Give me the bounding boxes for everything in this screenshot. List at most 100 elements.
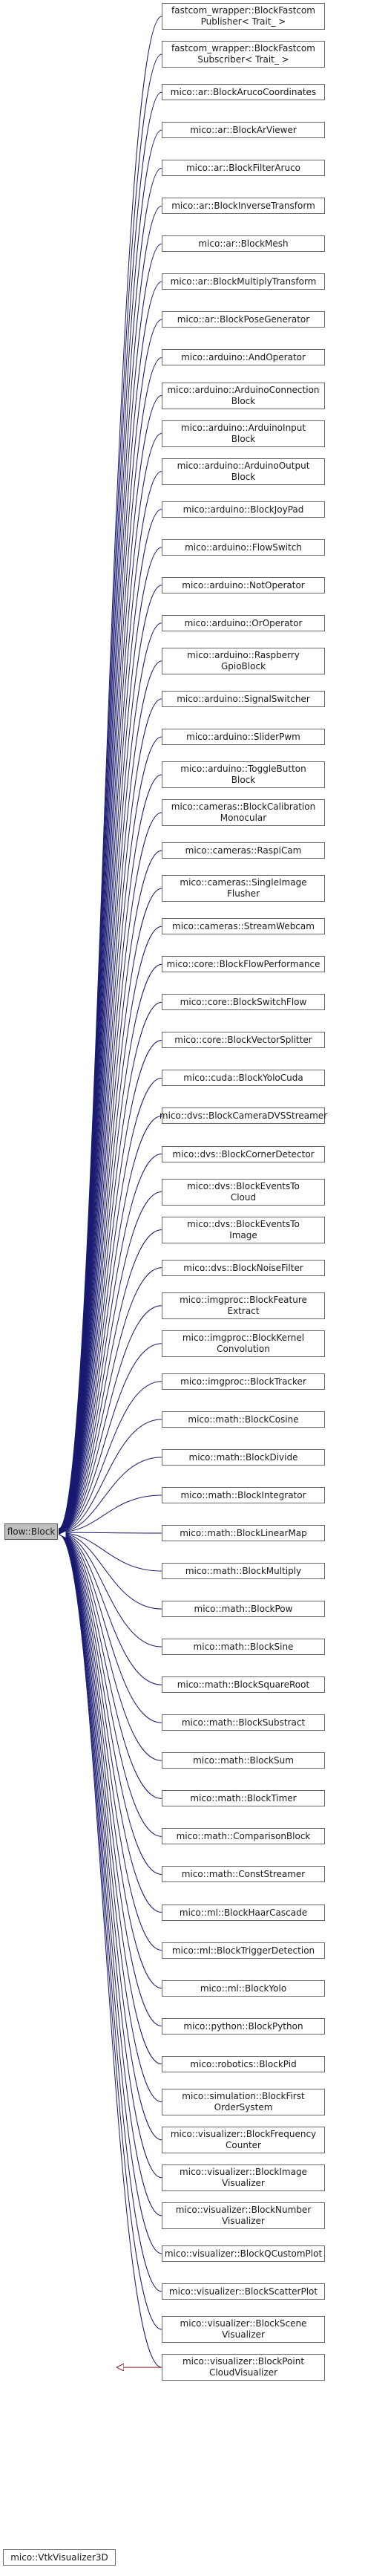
derived-class-node[interactable]: mico::dvs::BlockNoiseFilter (162, 1260, 325, 1276)
derived-class-node[interactable]: mico::arduino::NotOperator (162, 577, 325, 593)
inheritance-edge (59, 1191, 162, 1532)
derived-class-node[interactable]: mico::dvs::BlockEventsTo Image (162, 1217, 325, 1243)
derived-class-node[interactable]: mico::imgproc::BlockKernel Convolution (162, 1330, 325, 1357)
derived-class-node[interactable]: mico::arduino::AndOperator (162, 349, 325, 365)
derived-class-node[interactable]: mico::arduino::FlowSwitch (162, 539, 325, 556)
derived-class-node[interactable]: mico::arduino::ArduinoInput Block (162, 420, 325, 447)
inheritance-edge (59, 1533, 162, 1951)
derived-class-node[interactable]: mico::math::BlockPow (162, 1601, 325, 1617)
inheritance-edge (59, 1532, 162, 1533)
inheritance-edge (59, 1533, 162, 1837)
derived-class-node[interactable]: mico::imgproc::BlockFeature Extract (162, 1292, 325, 1319)
inheritance-edge (59, 1533, 162, 1799)
inheritance-edge (59, 1534, 162, 2103)
derived-class-node[interactable]: mico::visualizer::BlockFrequency Counter (162, 2127, 325, 2153)
derived-class-node[interactable]: mico::arduino::BlockJoyPad (162, 501, 325, 518)
derived-class-node[interactable]: mico::ml::BlockTriggerDetection (162, 1942, 325, 1959)
derived-class-node[interactable]: mico::math::BlockCosine (162, 1411, 325, 1428)
derived-class-node[interactable]: mico::dvs::BlockCameraDVSStreamer (160, 1108, 327, 1124)
inheritance-edge (59, 1533, 162, 1913)
inheritance-edge (59, 1535, 162, 2368)
inheritance-edge (59, 888, 162, 1531)
derived-class-node[interactable]: mico::core::BlockVectorSplitter (162, 1032, 325, 1048)
inheritance-edge (59, 1534, 162, 2027)
inheritance-edge (59, 433, 162, 1530)
inheritance-edge (59, 1381, 162, 1532)
derived-class-node[interactable]: mico::math::ConstStreamer (162, 1866, 325, 1882)
inheritance-edge (59, 660, 162, 1530)
derived-class-node[interactable]: mico::math::BlockDivide (162, 1449, 325, 1466)
secondary-base-class-node[interactable]: mico::VtkVisualizer3D (3, 2549, 116, 2566)
inheritance-edge (59, 1534, 162, 2292)
derived-class-node[interactable]: mico::math::BlockIntegrator (162, 1487, 325, 1503)
derived-class-node[interactable]: mico::arduino::SignalSwitcher (162, 691, 325, 707)
derived-class-node[interactable]: mico::math::BlockTimer (162, 1790, 325, 1806)
inheritance-edge (59, 1534, 162, 2065)
derived-class-node[interactable]: mico::visualizer::BlockNumber Visualizer (162, 2202, 325, 2229)
derived-class-node[interactable]: mico::visualizer::BlockScene Visualizer (162, 2316, 325, 2343)
inheritance-edge (59, 1532, 162, 1648)
base-class-node[interactable]: flow::Block (4, 1523, 58, 1540)
derived-class-node[interactable]: mico::math::ComparisonBlock (162, 1828, 325, 1844)
inheritance-edge (59, 1534, 162, 2141)
derived-class-node[interactable]: mico::arduino::ArduinoOutput Block (162, 458, 325, 485)
derived-class-node[interactable]: mico::arduino::Raspberry GpioBlock (162, 648, 325, 674)
derived-class-node[interactable]: mico::robotics::BlockPid (162, 2056, 325, 2072)
derived-class-node[interactable]: mico::cameras::StreamWebcam (162, 918, 325, 934)
inheritance-edge (59, 1534, 162, 2216)
derived-class-node[interactable]: mico::math::BlockSine (162, 1639, 325, 1655)
inheritance-edge (59, 1535, 162, 2330)
inheritance-edge (59, 1419, 162, 1532)
derived-class-node[interactable]: mico::math::BlockSum (162, 1752, 325, 1769)
derived-class-node[interactable]: mico::ar::BlockPoseGenerator (162, 311, 325, 328)
derived-class-node[interactable]: mico::visualizer::BlockPoint CloudVisual… (162, 2354, 325, 2381)
derived-class-node[interactable]: mico::cameras::SingleImage Flusher (162, 875, 325, 902)
derived-class-node[interactable]: mico::visualizer::BlockScatterPlot (162, 2283, 325, 2300)
derived-class-node[interactable]: mico::visualizer::BlockImage Visualizer (162, 2164, 325, 2191)
inheritance-edge (59, 1154, 162, 1532)
derived-class-node[interactable]: mico::ar::BlockMesh (162, 235, 325, 252)
derived-class-node[interactable]: mico::arduino::ToggleButton Block (162, 761, 325, 788)
derived-class-node[interactable]: mico::math::BlockMultiply (162, 1563, 325, 1579)
derived-class-node[interactable]: mico::math::BlockSubstract (162, 1714, 325, 1731)
inheritance-edge (59, 1001, 162, 1531)
derived-class-node[interactable]: mico::dvs::BlockCornerDetector (162, 1146, 325, 1162)
inheritance-edge (59, 963, 162, 1531)
inheritance-edge (59, 850, 162, 1531)
derived-class-node[interactable]: mico::ar::BlockFilterAruco (162, 160, 325, 176)
inheritance-edge (59, 471, 162, 1530)
derived-class-node[interactable]: mico::python::BlockPython (162, 2018, 325, 2035)
derived-class-node[interactable]: mico::ar::BlockInverseTransform (162, 198, 325, 214)
derived-class-node[interactable]: mico::math::BlockSquareRoot (162, 1676, 325, 1693)
derived-class-node[interactable]: mico::math::BlockLinearMap (162, 1525, 325, 1541)
inheritance-edge (59, 1267, 162, 1532)
derived-class-node[interactable]: fastcom_wrapper::BlockFastcom Subscriber… (162, 41, 325, 68)
derived-class-node[interactable]: mico::ar::BlockArucoCoordinates (162, 84, 325, 100)
derived-class-node[interactable]: mico::ar::BlockMultiplyTransform (162, 273, 325, 290)
inheritance-edge (59, 1343, 162, 1532)
derived-class-node[interactable]: mico::cameras::BlockCalibration Monocula… (162, 799, 325, 826)
derived-class-node[interactable]: mico::cuda::BlockYoloCuda (162, 1070, 325, 1086)
derived-class-node[interactable]: mico::ml::BlockYolo (162, 1980, 325, 1997)
derived-class-node[interactable]: mico::ar::BlockArViewer (162, 122, 325, 138)
inheritance-edge (59, 1077, 162, 1531)
derived-class-node[interactable]: mico::ml::BlockHaarCascade (162, 1905, 325, 1921)
inheritance-edge (59, 1534, 162, 1989)
derived-class-node[interactable]: mico::arduino::OrOperator (162, 615, 325, 631)
derived-class-node[interactable]: mico::core::BlockSwitchFlow (162, 994, 325, 1010)
derived-class-node[interactable]: mico::arduino::ArduinoConnection Block (162, 383, 325, 409)
inheritance-edge (59, 1532, 162, 1610)
derived-class-node[interactable]: mico::cameras::RaspiCam (162, 842, 325, 859)
derived-class-node[interactable]: fastcom_wrapper::BlockFastcom Publisher<… (162, 3, 325, 30)
inheritance-edge (59, 1534, 162, 2254)
inheritance-edge (59, 1457, 162, 1532)
derived-class-node[interactable]: mico::imgproc::BlockTracker (162, 1373, 325, 1390)
derived-class-node[interactable]: mico::dvs::BlockEventsTo Cloud (162, 1179, 325, 1206)
inheritance-edge (59, 1229, 162, 1532)
derived-class-node[interactable]: mico::simulation::BlockFirst OrderSystem (162, 2089, 325, 2115)
derived-class-node[interactable]: mico::arduino::SliderPwm (162, 729, 325, 745)
derived-class-node[interactable]: mico::core::BlockFlowPerformance (162, 956, 325, 972)
inheritance-edge (59, 167, 162, 1529)
derived-class-node[interactable]: mico::visualizer::BlockQCustomPlot (162, 2245, 325, 2262)
